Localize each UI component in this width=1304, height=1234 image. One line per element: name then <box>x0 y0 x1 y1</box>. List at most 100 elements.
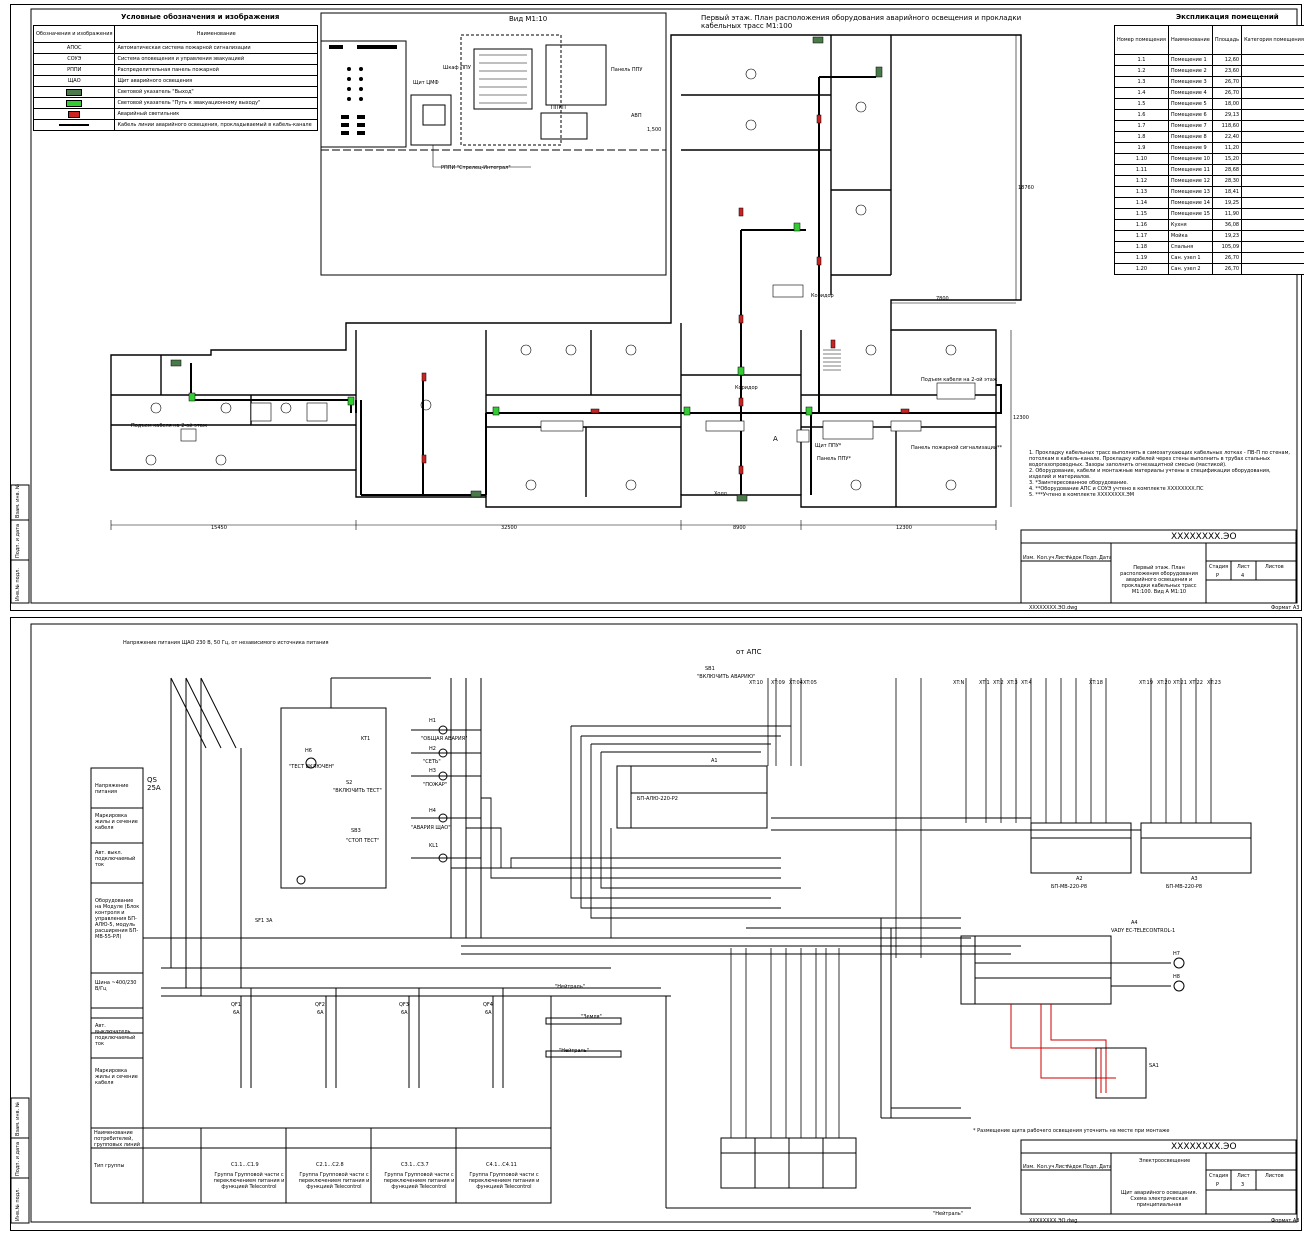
control-label: от АПС <box>736 648 762 656</box>
room-area: 26,70 <box>1211 252 1243 264</box>
legend-symbol: РППИ <box>32 64 116 76</box>
stamp-sheet: 4 <box>1241 573 1245 579</box>
stamp-header: Подп. <box>1083 555 1099 561</box>
room-name: Помещение 1 <box>1167 54 1213 66</box>
stamp-stage-label: Стадия <box>1209 1173 1229 1179</box>
room-area: 118,60 <box>1211 120 1243 132</box>
room-number: 1.9 <box>1114 142 1169 154</box>
legend-name: Система оповещения и управления эвакуаци… <box>114 53 318 65</box>
plan-label: Панель пожарной сигнализации** <box>911 445 1003 451</box>
terminal-label: XT:22 <box>1189 680 1203 686</box>
device-label: БП-АЛЮ-220-Р2 <box>637 796 678 802</box>
stamp-sheet: 3 <box>1241 1182 1245 1188</box>
room-name: Спальня <box>1167 241 1213 253</box>
plan-label: Панель ППУ* <box>817 456 851 462</box>
left-table-row: Оборудование на Модуле (Блок контроля и … <box>95 898 140 940</box>
stamp-header: Дата <box>1099 1164 1112 1170</box>
stamp-format: Формат А3 <box>1271 605 1300 611</box>
left-table-row: Напряжение питания <box>95 783 129 795</box>
terminal-label: XT:23 <box>1207 680 1221 686</box>
room-category <box>1241 131 1304 143</box>
stamp-header: №док <box>1067 555 1082 561</box>
stamp-sheets-label: Листов <box>1265 564 1284 570</box>
room-name: Помещение 8 <box>1167 131 1213 143</box>
device-label: H2 <box>429 746 436 752</box>
room-area: 105,09 <box>1211 241 1243 253</box>
room-category <box>1241 175 1304 187</box>
stamp-file: XXXXXXXX.ЭО.dwg <box>1029 1218 1078 1224</box>
stamp-header: Изм. <box>1023 555 1035 561</box>
bottom-table-label: Наименование потребителей, групповых лин… <box>94 1130 141 1148</box>
room-area: 11,20 <box>1211 142 1243 154</box>
room-number: 1.7 <box>1114 120 1169 132</box>
view-label: ППКП <box>551 105 566 111</box>
room-number: 1.12 <box>1114 175 1169 187</box>
terminal-label: XT:04 <box>789 680 803 686</box>
group-type: Группа Групповой части с переключением п… <box>213 1172 285 1190</box>
legend-name: Автоматическая система пожарной сигнализ… <box>114 42 318 54</box>
legend-header-name: Наименование <box>114 25 318 43</box>
view-label: 1,500 <box>647 127 662 133</box>
room-category <box>1241 54 1304 66</box>
room-category <box>1241 65 1304 77</box>
legend-name: Аварийный светильник <box>114 108 318 120</box>
room-number: 1.6 <box>1114 109 1169 121</box>
note: 4. **Оборудование АПС и СОУЭ учтено в ко… <box>1029 486 1204 492</box>
room-category <box>1241 98 1304 110</box>
plan-label: А <box>773 435 778 443</box>
room-area: 36,08 <box>1211 219 1243 231</box>
left-table-row: Авт. выключатель подключаемый ток <box>95 1023 136 1047</box>
dimension: 12300 <box>896 525 912 531</box>
stamp-description: Щит аварийного освещения. Схема электрич… <box>1120 1190 1198 1208</box>
stamp-header: Кол.уч <box>1037 1164 1055 1170</box>
device-label: SB1 <box>705 666 715 672</box>
room-area: 22,40 <box>1211 131 1243 143</box>
legend-name: Распределительная панель пожарной <box>114 64 318 76</box>
room-number: 1.17 <box>1114 230 1169 242</box>
dimension: 7800 <box>936 296 949 302</box>
control-label: "Нейтраль" <box>559 1048 589 1054</box>
bottom-table-label: Тип группы <box>94 1163 125 1169</box>
room-category <box>1241 230 1304 242</box>
group-type: Группа Групповой части с переключением п… <box>468 1172 540 1190</box>
stamp-header: №док <box>1067 1164 1082 1170</box>
device-label: H1 <box>429 718 436 724</box>
control-label: "Нейтраль" <box>555 984 585 990</box>
floor-plan-drawing <box>11 8 1298 604</box>
device-label: БП-МВ-220-Р8 <box>1166 884 1203 890</box>
plan-label: Щит ППУ* <box>815 443 842 449</box>
terminal-label: XT:20 <box>1157 680 1171 686</box>
breaker-label: QF2 <box>315 1002 325 1008</box>
legend-table: Обозначения и изображения Наименование А… <box>32 25 318 131</box>
plan-label: Подъем кабеля на 2-ой этаж <box>921 377 998 383</box>
terminal-label: XT:18 <box>1089 680 1103 686</box>
device-label: H4 <box>429 808 436 814</box>
left-table-row: Шина ~400/230 В/Гц <box>95 980 137 992</box>
legend-name: Световой указатель "Путь к эвакуационном… <box>114 97 318 109</box>
room-category <box>1241 219 1304 231</box>
room-number: 1.3 <box>1114 76 1169 88</box>
rooms-header: Категория помещения <box>1241 25 1304 55</box>
terminal-label: XT:2 <box>993 680 1004 686</box>
room-name: Помещение 13 <box>1167 186 1213 198</box>
left-table-row: Маркировка жилы и сечение кабеля <box>95 813 138 831</box>
group-type: Группа Групповой части с переключением п… <box>383 1172 455 1190</box>
stamp-header: Изм. <box>1023 1164 1035 1170</box>
rooms-table: Номер помещения Наименование Площадь Кат… <box>1114 25 1304 275</box>
rooms-table-title: Экспликация помещений <box>1176 13 1279 21</box>
side-label: Подп. и дата <box>15 523 21 558</box>
device-label: H8 <box>1173 974 1180 980</box>
stamp-stage: Р <box>1216 1182 1220 1188</box>
room-area: 26,70 <box>1211 263 1243 275</box>
legend-symbol-path-sign <box>32 97 116 109</box>
rooms-header: Номер помещения <box>1114 25 1169 55</box>
device-label: S2 <box>346 780 353 786</box>
